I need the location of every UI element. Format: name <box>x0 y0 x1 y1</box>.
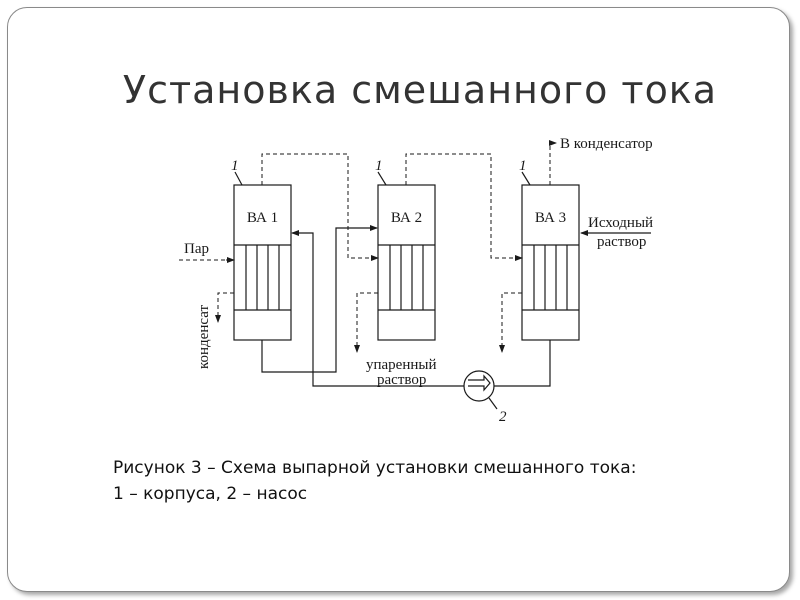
caption-line-2: 1 – корпуса, 2 – насос <box>113 484 308 504</box>
product-solution-label-2: раствор <box>377 372 426 388</box>
unit-3-label: ВА 3 <box>535 210 566 226</box>
unit-1-label: ВА 1 <box>247 210 278 226</box>
slide-title: Установка смешанного тока <box>122 68 718 112</box>
figure-caption: Рисунок 3 – Схема выпарной установки сме… <box>113 455 636 507</box>
condensate-label: конденсат <box>196 305 212 369</box>
unit-2-label: ВА 2 <box>391 210 422 226</box>
unit-3-callout: 1 <box>519 158 527 174</box>
steam-label: Пар <box>184 241 209 257</box>
evaporator-unit-1 <box>233 171 292 341</box>
caption-line-1: Рисунок 3 – Схема выпарной установки сме… <box>113 458 637 478</box>
evaporator-unit-3 <box>521 171 580 341</box>
pump-callout: 2 <box>499 409 507 425</box>
unit-2-callout: 1 <box>375 158 383 174</box>
solution-lines <box>261 227 651 387</box>
flow-arrows <box>215 140 557 353</box>
solution-arrows <box>291 225 588 236</box>
to-condenser-label: В конденсатор <box>560 136 653 152</box>
product-solution-label-1: упаренный <box>366 357 437 373</box>
pump-icon <box>463 370 498 410</box>
feed-solution-label-1: Исходный <box>588 215 653 231</box>
feed-solution-label-2: раствор <box>597 234 646 250</box>
unit-1-callout: 1 <box>231 158 239 174</box>
evaporator-unit-2 <box>377 171 436 341</box>
slide-frame <box>7 7 790 592</box>
